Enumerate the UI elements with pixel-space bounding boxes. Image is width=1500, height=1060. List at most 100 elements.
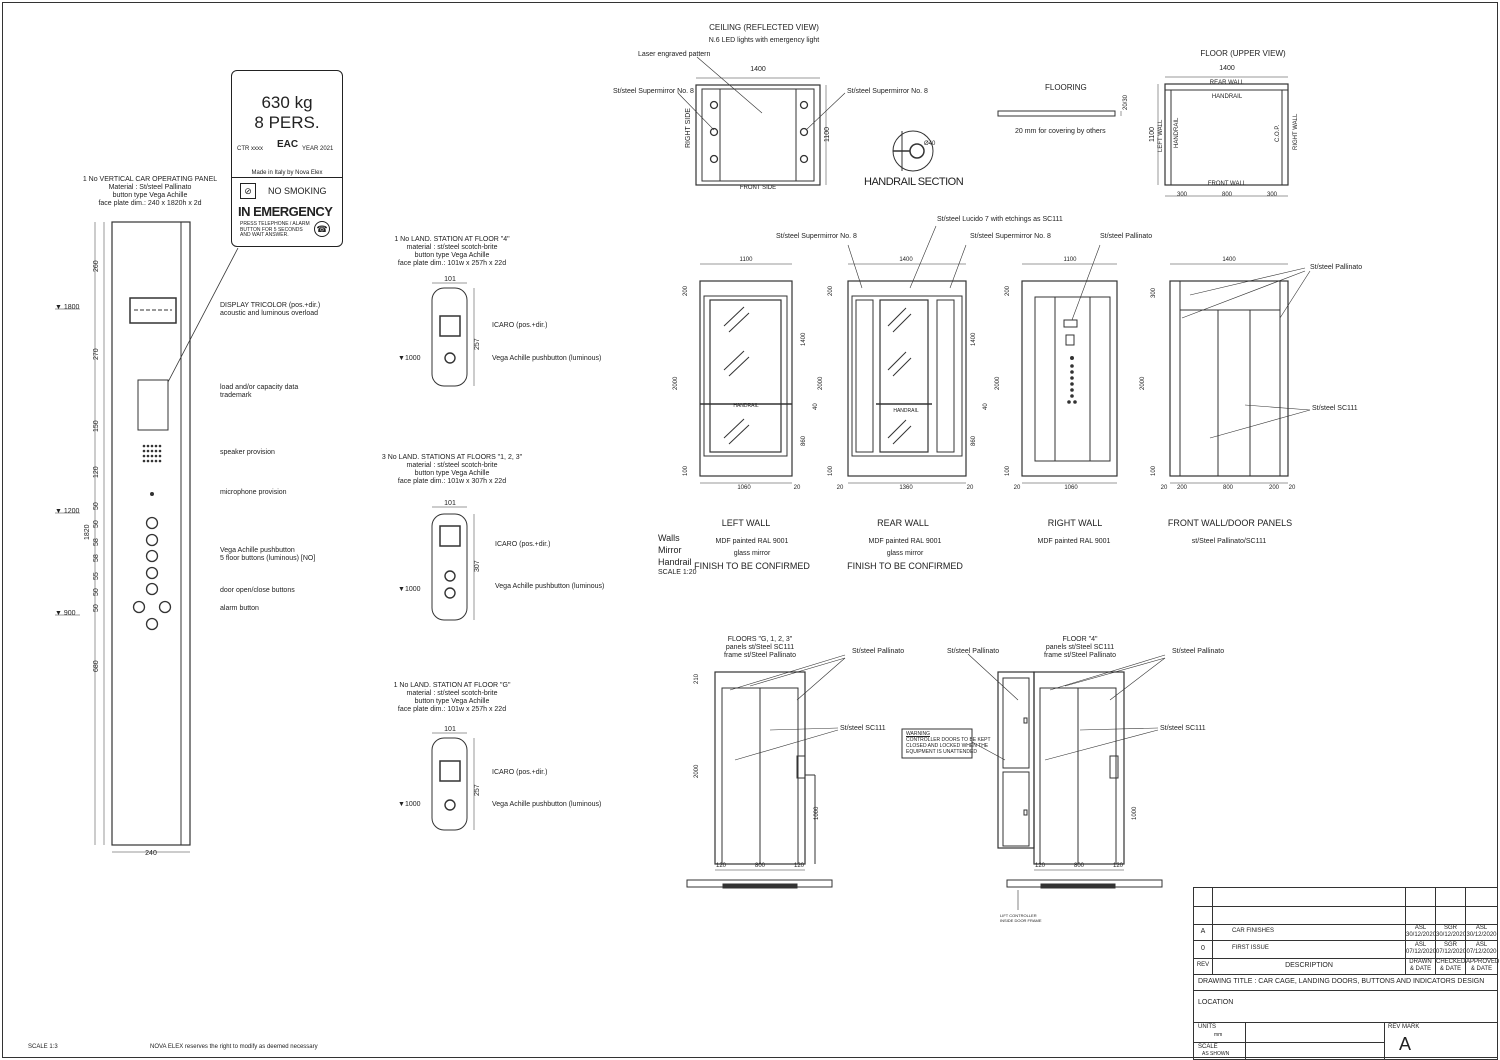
plate-year: YEAR 2021 bbox=[302, 146, 334, 152]
rev-mark-label: REV MARK bbox=[1388, 1024, 1420, 1030]
rear-dim-1360: 1360 bbox=[899, 485, 913, 491]
rear-dim-20-b: 20 bbox=[966, 485, 974, 491]
label-speaker: speaker provision bbox=[220, 449, 275, 456]
right-dim-1060: 1060 bbox=[1064, 485, 1078, 491]
left-wall-width: 1100 bbox=[739, 257, 753, 263]
right-wall-name: RIGHT WALL bbox=[1047, 518, 1103, 528]
dim-small-6: 50 bbox=[93, 588, 100, 596]
wall-lucido: St/steel Lucido 7 with etchings as SC111 bbox=[937, 216, 1063, 223]
door-left-210: 210 bbox=[694, 673, 700, 684]
capacity-plate: 630 kg 8 PERS. CTR xxxx EAC YEAR 2021 Ma… bbox=[231, 70, 343, 247]
door-left-1000: 1000 bbox=[814, 806, 820, 820]
rear-handrail: HANDRAIL bbox=[893, 408, 919, 414]
dim-270: 270 bbox=[93, 348, 100, 360]
left-handrail: HANDRAIL bbox=[733, 403, 759, 409]
dim-small-1: 50 bbox=[93, 502, 100, 510]
label-microphone: microphone provision bbox=[220, 489, 287, 496]
scale-value: AS SHOWN bbox=[1202, 1051, 1230, 1057]
level-1800: ▼ 1800 bbox=[55, 304, 80, 311]
drawn-header: DRAWN& DATE bbox=[1409, 959, 1432, 972]
level-1200: ▼ 1200 bbox=[55, 508, 80, 515]
plate-ctr: CTR xxxx bbox=[237, 146, 263, 152]
car-operating-panel bbox=[55, 221, 239, 853]
station-3-width: 101 bbox=[444, 726, 456, 733]
dim-680: 680 bbox=[93, 660, 100, 672]
front-dim-200-b: 200 bbox=[1268, 485, 1280, 491]
door-left-title: FLOORS "G, 1, 2, 3"panels st/Steel SC111… bbox=[724, 636, 796, 659]
right-dim-100: 100 bbox=[1005, 465, 1011, 476]
rev-mark-value: A bbox=[1399, 1034, 1412, 1054]
left-dim-40: 40 bbox=[813, 403, 819, 410]
station-2-icaro: ICARO (pos.+dir.) bbox=[495, 541, 551, 548]
left-wall-name: LEFT WALL bbox=[721, 518, 771, 528]
rear-dim-40: 40 bbox=[983, 403, 989, 410]
units-value: mm bbox=[1214, 1032, 1223, 1038]
footer-rights: NOVA ELEX reserves the right to modify a… bbox=[150, 1044, 318, 1050]
station-1-width: 101 bbox=[444, 276, 456, 283]
station-3-icaro: ICARO (pos.+dir.) bbox=[492, 769, 548, 776]
floor-seg-3: 300 bbox=[1266, 192, 1278, 198]
front-dim-800: 800 bbox=[1222, 485, 1234, 491]
dim-260: 260 bbox=[93, 260, 100, 272]
ceiling-right-side: RIGHT SIDE bbox=[685, 108, 692, 148]
ceiling-mirror-left: St/steel Supermirror No. 8 bbox=[613, 88, 694, 95]
ceiling-view bbox=[677, 56, 846, 186]
floor-handrail-top: HANDRAIL bbox=[1211, 94, 1243, 100]
left-dim-860: 860 bbox=[801, 435, 807, 446]
rear-dim-100: 100 bbox=[828, 465, 834, 476]
left-dim-1400: 1400 bbox=[801, 332, 807, 346]
rev-0-code: 0 bbox=[1201, 945, 1205, 952]
floor-view bbox=[1157, 76, 1289, 197]
handrail-dim: Ø40 bbox=[924, 141, 936, 147]
landing-door-floor-4 bbox=[901, 653, 1166, 910]
plate-eac-mark: EAC bbox=[277, 139, 299, 150]
floor-right: RIGHT WALL bbox=[1293, 113, 1299, 150]
front-wall-name: FRONT WALL/DOOR PANELS bbox=[1167, 518, 1293, 528]
rear-dim-860: 860 bbox=[971, 435, 977, 446]
landing-station-floor-4 bbox=[431, 282, 475, 387]
floor-front: FRONT WALL bbox=[1207, 181, 1247, 187]
door-right-pallinato-left: St/steel Pallinato bbox=[947, 648, 1000, 655]
ceiling-depth: 1100 bbox=[824, 126, 831, 142]
front-dim-300: 300 bbox=[1151, 287, 1157, 298]
door-left-b800: 800 bbox=[754, 863, 766, 869]
wall-mirror-right: St/steel Supermirror No. 8 bbox=[970, 233, 1051, 240]
floor-seg-2: 800 bbox=[1221, 192, 1233, 198]
wall-sc111: St/steel SC111 bbox=[1312, 405, 1358, 412]
dim-small-3: 58 bbox=[93, 538, 100, 546]
station-1-icaro: ICARO (pos.+dir.) bbox=[492, 322, 548, 329]
dim-small-7: 50 bbox=[93, 604, 100, 612]
approved-header: APPROVED& DATE bbox=[1466, 959, 1500, 972]
left-dim-20: 20 bbox=[793, 485, 801, 491]
flooring-section bbox=[997, 110, 1122, 117]
plate-divider bbox=[232, 177, 342, 178]
floor-seg-1: 300 bbox=[1176, 192, 1188, 198]
right-wall-height: 2000 bbox=[995, 376, 1001, 390]
station-3-level: ▼1000 bbox=[398, 801, 421, 808]
station-2-level: ▼1000 bbox=[398, 586, 421, 593]
level-900: ▼ 900 bbox=[55, 610, 76, 617]
front-dim-20-a: 20 bbox=[1160, 485, 1168, 491]
panel-width: 240 bbox=[145, 850, 157, 857]
floor-width: 1400 bbox=[1219, 65, 1235, 72]
front-wall-height: 2000 bbox=[1140, 376, 1146, 390]
wall-pallinato: St/steel Pallinato bbox=[1100, 233, 1153, 240]
front-wall-door-panels bbox=[1169, 263, 1311, 484]
left-wall bbox=[699, 263, 793, 484]
floor-cop: C.O.P. bbox=[1275, 124, 1281, 142]
rear-wall-name: REAR WALL bbox=[877, 518, 929, 528]
left-dim-1060: 1060 bbox=[737, 485, 751, 491]
dim-small-4: 58 bbox=[93, 554, 100, 562]
flooring-title: FLOORING bbox=[1045, 83, 1087, 92]
floor-rear: REAR WALL bbox=[1209, 80, 1245, 86]
station-2-push: Vega Achille pushbutton (luminous) bbox=[495, 583, 605, 590]
station-3-push: Vega Achille pushbutton (luminous) bbox=[492, 801, 602, 808]
right-dim-200: 200 bbox=[1005, 285, 1011, 296]
plate-persons: 8 PERS. bbox=[254, 113, 320, 132]
right-wall bbox=[1021, 244, 1118, 484]
